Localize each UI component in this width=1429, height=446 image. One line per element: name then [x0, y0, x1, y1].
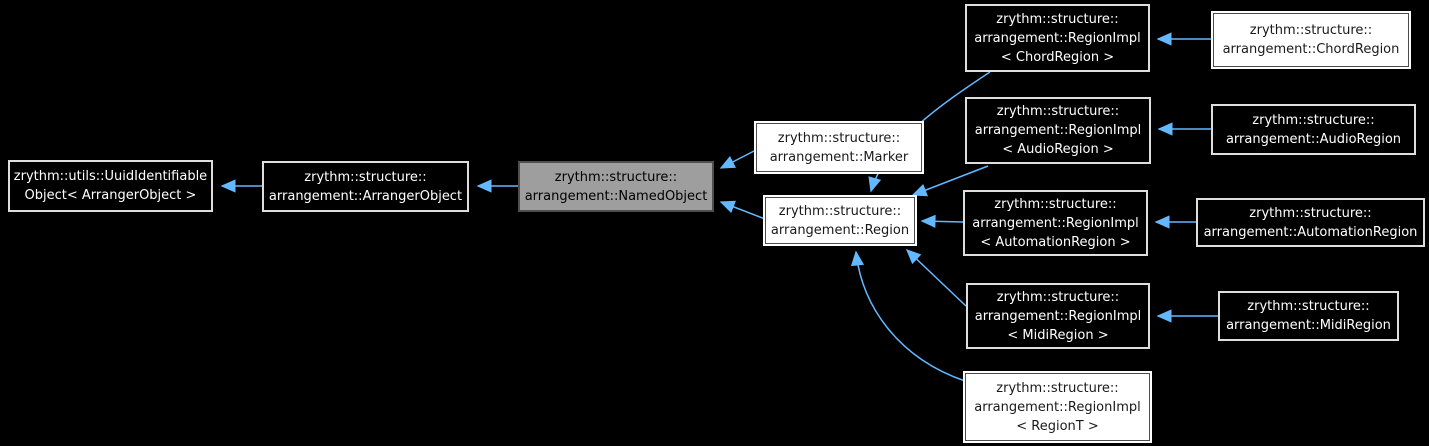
node-label-line: arrangement::MidiRegion [1226, 318, 1391, 333]
node-label-line: zrythm::structure:: [777, 130, 901, 146]
node-named-object: zrythm::structure:: arrangement::NamedOb… [518, 161, 714, 212]
node-label-line: arrangement::AutomationRegion [1203, 224, 1418, 240]
node-region[interactable]: zrythm::structure:: arrangement::Region [765, 197, 915, 244]
node-arranger-object: zrythm::structure:: arrangement::Arrange… [262, 161, 469, 212]
node-label-line: zrythm::structure:: [996, 11, 1119, 27]
node-label-line: zrythm::structure:: [996, 289, 1120, 305]
node-chord-region[interactable]: zrythm::structure:: arrangement::ChordRe… [1213, 13, 1409, 67]
inheritance-arrow [719, 149, 757, 169]
node-label-line: Object< ArrangerObject > [24, 188, 197, 203]
node-region-impl-region-t[interactable]: zrythm::structure:: arrangement::RegionI… [965, 373, 1150, 441]
node-label-line: < AudioRegion > [1002, 142, 1114, 157]
node-label-line: arrangement::RegionImpl [974, 308, 1142, 324]
node-label-line: zrythm::structure:: [1247, 299, 1370, 314]
node-uuid-identifiable-object: zrythm::utils::UuidIdentifiable Object< … [8, 160, 213, 212]
node-label-line: < RegionT > [1016, 418, 1099, 434]
node-region-impl-automation-region: zrythm::structure:: arrangement::RegionI… [963, 190, 1148, 256]
node-label-line: zrythm::structure:: [554, 169, 678, 185]
node-label-line: zrythm::structure:: [1252, 112, 1375, 128]
node-label-line: arrangement::Region [770, 222, 910, 238]
inheritance-arrow [850, 250, 966, 382]
node-label-line: < MidiRegion > [1007, 327, 1109, 343]
node-label-line: zrythm::structure:: [1249, 23, 1373, 38]
node-label-line: arrangement::RegionImpl [974, 399, 1141, 415]
node-label-line: arrangement::AudioRegion [1225, 131, 1402, 147]
node-label-line: arrangement::Marker [769, 149, 909, 165]
node-label-line: zrythm::utils::UuidIdentifiable [13, 169, 208, 184]
node-automation-region: zrythm::structure:: arrangement::Automat… [1196, 198, 1425, 247]
node-label-line: < ChordRegion > [1000, 49, 1115, 65]
inheritance-arrow [905, 248, 967, 307]
inheritance-arrow [719, 200, 766, 220]
node-label-line: arrangement::RegionImpl [974, 123, 1142, 138]
node-label-line: arrangement::ArrangerObject [268, 188, 463, 204]
node-label-line: zrythm::structure:: [994, 196, 1117, 212]
node-label-line: arrangement::RegionImpl [974, 30, 1141, 46]
inheritance-arrow [920, 214, 964, 228]
node-label-line: zrythm::structure:: [304, 169, 427, 185]
node-label-line: zrythm::structure:: [1249, 205, 1372, 221]
node-marker[interactable]: zrythm::structure:: arrangement::Marker [756, 123, 922, 172]
node-label-line: arrangement::ChordRegion [1222, 42, 1400, 57]
node-region-impl-audio-region: zrythm::structure:: arrangement::RegionI… [965, 97, 1151, 164]
node-region-impl-midi-region: zrythm::structure:: arrangement::RegionI… [966, 283, 1150, 349]
node-label-line: zrythm::structure:: [996, 104, 1120, 119]
node-label-line: zrythm::structure:: [778, 203, 902, 219]
node-midi-region: zrythm::structure:: arrangement::MidiReg… [1218, 291, 1399, 341]
node-label-line: < AutomationRegion > [980, 234, 1131, 250]
node-label-line: zrythm::structure:: [996, 380, 1119, 396]
node-audio-region: zrythm::structure:: arrangement::AudioRe… [1211, 104, 1416, 155]
node-region-impl-chord-region: zrythm::structure:: arrangement::RegionI… [965, 4, 1150, 72]
node-label-line: arrangement::RegionImpl [972, 215, 1139, 231]
node-label-line: arrangement::NamedObject [524, 188, 708, 204]
inheritance-arrow [911, 165, 989, 197]
